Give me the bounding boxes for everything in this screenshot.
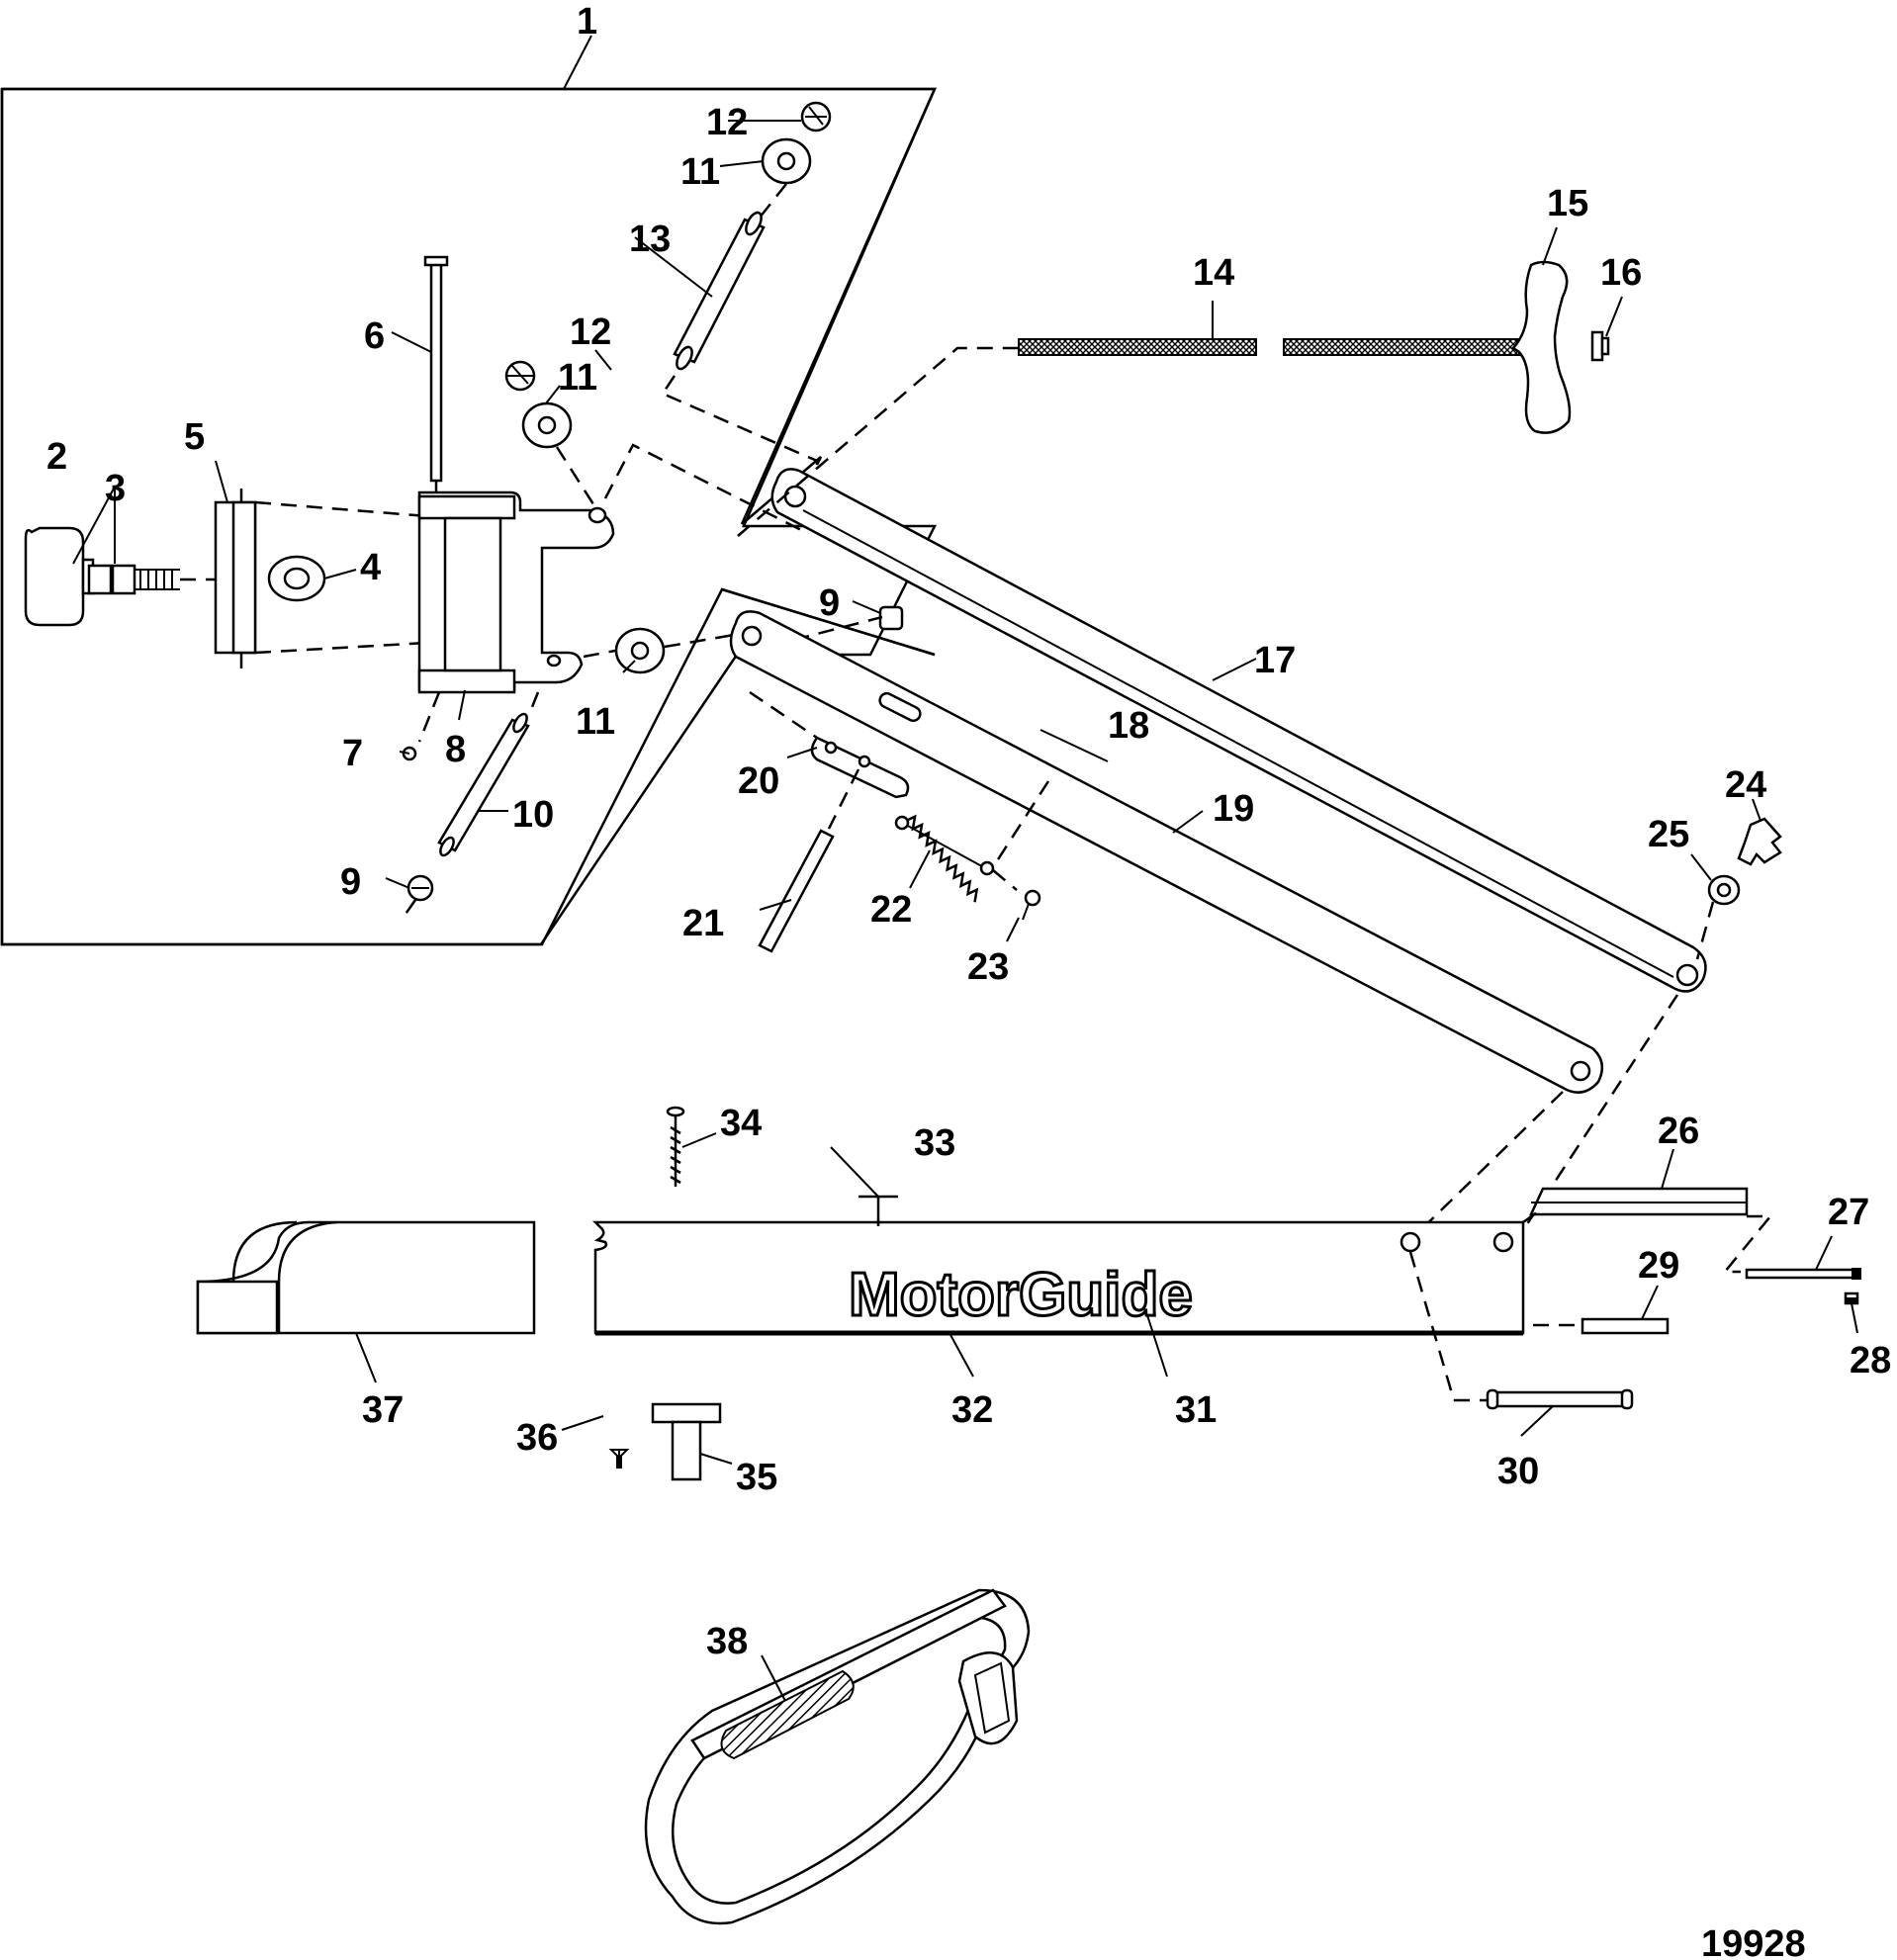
callout-23: 23 bbox=[967, 946, 1009, 988]
callout-38: 38 bbox=[706, 1621, 748, 1662]
rod-cap bbox=[1844, 1292, 1859, 1305]
callout-32: 32 bbox=[951, 1389, 993, 1431]
washer-middle bbox=[521, 401, 573, 449]
callout-20: 20 bbox=[738, 760, 779, 802]
callout-33: 33 bbox=[914, 1122, 955, 1164]
t-bolt bbox=[651, 1402, 722, 1481]
clamp-knob bbox=[24, 526, 216, 627]
callout-8: 8 bbox=[445, 729, 466, 770]
callout-29: 29 bbox=[1638, 1245, 1679, 1287]
pull-cable bbox=[737, 338, 1520, 537]
callout-26: 26 bbox=[1658, 1111, 1699, 1152]
callout-1: 1 bbox=[577, 1, 597, 43]
callout-12-middle: 12 bbox=[570, 312, 611, 353]
callout-13: 13 bbox=[629, 219, 671, 260]
lock-nut-right bbox=[878, 605, 904, 631]
washer-lower bbox=[614, 627, 666, 674]
lower-arm bbox=[729, 610, 1604, 1094]
callout-11-lower: 11 bbox=[576, 701, 615, 743]
clamp-pad bbox=[214, 489, 428, 668]
base-rail: MotorGuide bbox=[591, 1220, 1525, 1336]
rail-cover bbox=[196, 1220, 536, 1335]
callout-21: 21 bbox=[682, 903, 724, 944]
callout-5: 5 bbox=[184, 416, 205, 458]
callout-36: 36 bbox=[516, 1417, 558, 1459]
t-handle bbox=[1511, 260, 1610, 434]
callout-22: 22 bbox=[870, 889, 912, 931]
callout-37: 37 bbox=[362, 1389, 404, 1431]
callout-12-top: 12 bbox=[706, 102, 748, 143]
callout-28: 28 bbox=[1850, 1340, 1891, 1381]
tie-down-strap bbox=[644, 1588, 1031, 1925]
callout-2: 2 bbox=[46, 436, 67, 478]
callout-27: 27 bbox=[1828, 1192, 1869, 1233]
callout-6: 6 bbox=[364, 315, 385, 357]
callout-35: 35 bbox=[736, 1457, 777, 1498]
callout-4: 4 bbox=[360, 547, 381, 588]
rail-insert bbox=[1529, 1187, 1749, 1216]
callout-16: 16 bbox=[1600, 252, 1642, 294]
spacer-tube-lower bbox=[437, 712, 530, 857]
washer bbox=[267, 555, 326, 602]
callout-34: 34 bbox=[720, 1103, 762, 1144]
callout-9-upper: 9 bbox=[819, 582, 840, 624]
rail-screw-short bbox=[608, 1449, 630, 1469]
latch-screw bbox=[1022, 889, 1041, 921]
lock-nut-lower bbox=[406, 874, 434, 902]
callout-11-top: 11 bbox=[680, 151, 720, 193]
callout-24: 24 bbox=[1725, 764, 1766, 806]
pivot-bolt bbox=[1737, 817, 1782, 866]
callout-9-lower: 9 bbox=[340, 861, 361, 903]
figure-number: 19928 bbox=[1701, 1923, 1806, 1960]
pivot-washer bbox=[1707, 874, 1741, 906]
callout-7: 7 bbox=[342, 733, 363, 774]
callout-3: 3 bbox=[105, 468, 126, 509]
latch-pin bbox=[758, 829, 835, 953]
rail-rod bbox=[1745, 1268, 1861, 1280]
callouts: 1 2 3 4 5 6 7 8 9 9 10 11 11 11 12 12 13… bbox=[46, 1, 1891, 1960]
leader-lines bbox=[72, 35, 1858, 1702]
callout-30: 30 bbox=[1497, 1451, 1539, 1492]
rail-slider bbox=[1581, 1317, 1670, 1335]
washer-top bbox=[761, 137, 812, 185]
rail-screw-long bbox=[666, 1106, 685, 1187]
callout-11-middle: 11 bbox=[558, 357, 597, 399]
motorguide-logo: MotorGuide bbox=[849, 1261, 1193, 1329]
callout-18: 18 bbox=[1108, 705, 1149, 747]
callout-19: 19 bbox=[1213, 788, 1254, 830]
spacer-tube-upper bbox=[661, 211, 819, 465]
callout-14: 14 bbox=[1193, 252, 1234, 294]
hinge-pin bbox=[423, 255, 449, 494]
upper-arm bbox=[770, 468, 1707, 993]
callout-15: 15 bbox=[1547, 183, 1588, 224]
latch-plate bbox=[810, 736, 910, 799]
callout-25: 25 bbox=[1648, 814, 1689, 855]
mount-bracket bbox=[417, 490, 615, 694]
callout-17: 17 bbox=[1254, 640, 1296, 681]
lock-nut-top bbox=[800, 101, 832, 133]
lock-nut-middle bbox=[504, 360, 536, 392]
callout-31: 31 bbox=[1175, 1389, 1217, 1431]
callout-10: 10 bbox=[512, 794, 554, 836]
latch-spring bbox=[894, 814, 995, 903]
axle-pin bbox=[1486, 1388, 1634, 1410]
